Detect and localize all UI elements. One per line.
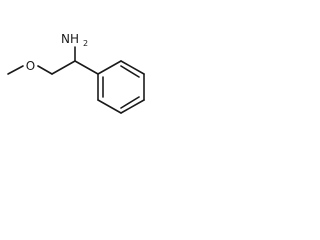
methyl-oxygen-bond: [7, 65, 24, 75]
ring-bond: [120, 60, 145, 75]
amine-subscript: 2: [83, 39, 88, 48]
ether-oxygen-label: O: [26, 59, 35, 73]
molecule-structure-diagram: O NH 2: [7, 32, 145, 114]
amine-label: NH: [61, 32, 79, 46]
ring-bond: [97, 60, 122, 75]
ring-double-bond: [120, 65, 140, 78]
methylene-chiral-carbon-bond: [51, 60, 76, 75]
ring-bond: [120, 99, 145, 114]
phenyl-ring: [97, 60, 145, 114]
oxygen-methylene-bond: [37, 65, 53, 75]
chiral-carbon-phenyl-bond: [74, 60, 99, 75]
ring-double-bond: [120, 96, 140, 109]
ring-bond: [97, 99, 122, 114]
